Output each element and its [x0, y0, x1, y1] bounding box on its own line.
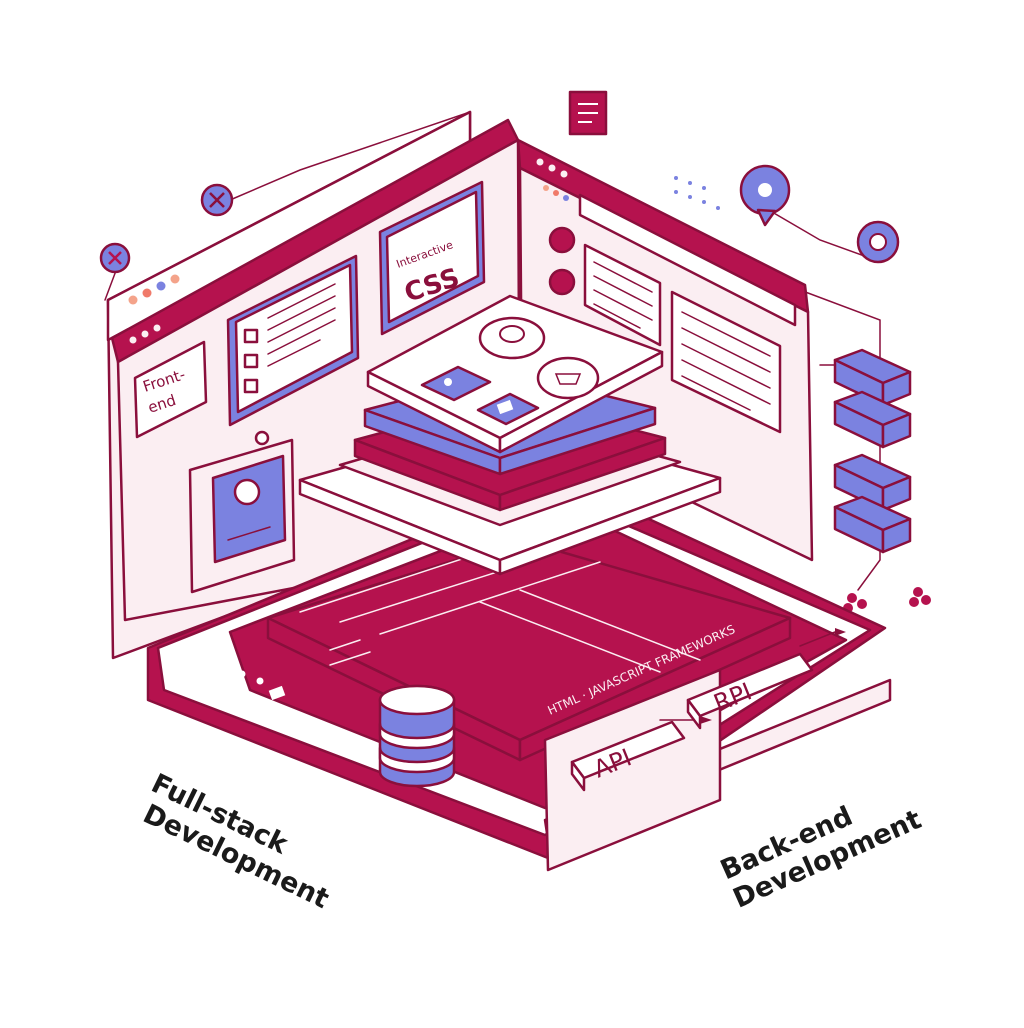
- layer-stack: [298, 294, 722, 576]
- gear-icon: [856, 220, 900, 264]
- badge-card: [188, 430, 296, 594]
- checkbox-icon: [243, 353, 259, 369]
- cart-icon: [536, 356, 600, 400]
- google-icon: [548, 268, 576, 296]
- server-icon: [833, 495, 912, 554]
- flower-icon: [843, 587, 931, 613]
- share-icon: [420, 365, 492, 402]
- window-dot-icon: [170, 274, 180, 284]
- server-icon: [833, 390, 912, 449]
- window-dot-icon: [142, 288, 152, 298]
- checkbox-icon: [243, 328, 259, 344]
- google-icon: [478, 316, 546, 360]
- image-icon: [476, 392, 540, 426]
- checkbox-icon: [243, 378, 259, 394]
- server-icon: [833, 348, 912, 407]
- server-rack: [833, 348, 912, 554]
- document-icon: [568, 90, 608, 136]
- dots-decoration: [674, 176, 720, 210]
- backend-wall: [516, 138, 814, 562]
- rpi-button[interactable]: RPI: [686, 652, 814, 730]
- bug-icon: [99, 242, 131, 274]
- database-icon: [378, 684, 456, 788]
- window-dot-icon: [156, 281, 166, 291]
- window-dot-icon: [128, 295, 138, 305]
- document-icon: [233, 478, 261, 506]
- api-flow: API RPI: [543, 628, 892, 872]
- facebook-icon: [548, 226, 576, 254]
- frontend-card: Front- end: [133, 340, 208, 439]
- close-icon: [200, 183, 234, 217]
- chat-icon: [739, 164, 791, 227]
- checklist-card: [226, 254, 360, 427]
